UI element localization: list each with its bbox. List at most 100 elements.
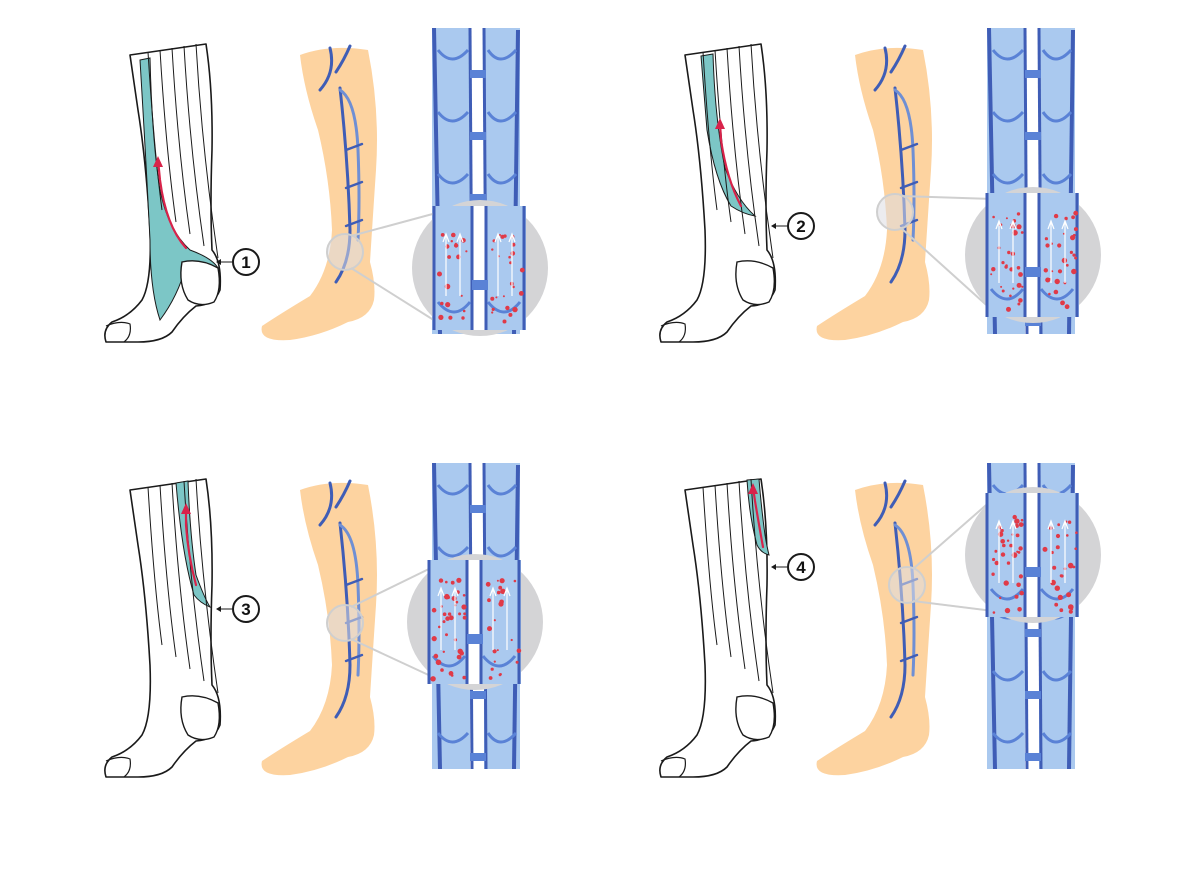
- step-callout: 2: [771, 212, 815, 240]
- blood-cell: [496, 579, 499, 582]
- vein-valve: [436, 731, 470, 744]
- blood-cell: [1074, 271, 1077, 274]
- blood-cell: [992, 611, 996, 614]
- zoom-vein-gap: [1025, 493, 1039, 617]
- blood-cell: [1018, 272, 1023, 277]
- vein-valve: [436, 110, 470, 123]
- blood-cell: [992, 215, 995, 219]
- knit-line: [195, 43, 219, 259]
- step-callout: 1: [216, 248, 260, 276]
- blood-cell: [1019, 590, 1024, 596]
- flow-arrow-head: [153, 156, 163, 167]
- flow-indicator-head: [995, 219, 1003, 230]
- blood-cell: [1060, 300, 1065, 305]
- flow-indicator-head: [1009, 519, 1017, 530]
- knit-line: [714, 484, 732, 658]
- blood-cell: [1014, 523, 1019, 528]
- leg-veins: [318, 479, 364, 719]
- leg-illustration: [261, 44, 377, 341]
- vein-valve: [1041, 48, 1073, 61]
- zoom-valve: [436, 301, 522, 314]
- sock-heel: [180, 695, 221, 741]
- blood-cell: [1070, 235, 1076, 241]
- blood-cell: [1012, 514, 1017, 520]
- blood-cell: [513, 579, 517, 583]
- blood-cell: [448, 315, 453, 320]
- blood-cell: [450, 240, 453, 243]
- blood-cell: [1020, 518, 1024, 522]
- vein-valve: [486, 483, 518, 496]
- blood-cell: [492, 649, 497, 654]
- magnifier-guide: [912, 498, 994, 570]
- blood-cell: [458, 612, 462, 616]
- magnifier-guide: [350, 211, 441, 237]
- panel-step-4: 4: [659, 462, 1101, 778]
- leg-illustration: [816, 44, 932, 341]
- blood-cell: [500, 588, 506, 594]
- flow-indicator-head: [451, 586, 459, 597]
- blood-cell: [1055, 533, 1061, 539]
- flow-indicator-head: [456, 232, 464, 243]
- blood-cell: [450, 580, 455, 585]
- blood-cell: [1012, 230, 1018, 236]
- blood-cell: [460, 294, 463, 297]
- vein-branch: [338, 523, 361, 677]
- blood-cell: [500, 234, 505, 239]
- blood-cell: [1009, 543, 1013, 548]
- perforating-vein: [470, 132, 486, 140]
- blood-cell: [498, 585, 503, 590]
- vein-perforator: [344, 180, 364, 190]
- blood-cell: [498, 673, 502, 677]
- vein-perforator: [344, 653, 364, 663]
- blood-cell: [1000, 285, 1003, 288]
- callout-circle: [787, 212, 815, 240]
- blood-cell: [496, 590, 501, 595]
- blood-cell: [1007, 250, 1011, 255]
- blood-cell: [445, 616, 450, 621]
- blood-cell: [990, 273, 993, 276]
- blood-cell: [451, 232, 456, 238]
- sock-illustration: [104, 43, 222, 343]
- blood-cell: [499, 234, 501, 236]
- sock-knit-lines: [702, 478, 774, 694]
- leg-skin: [816, 47, 932, 341]
- callout-arrowhead: [216, 259, 221, 265]
- blood-cell: [1018, 522, 1024, 527]
- blood-cell: [448, 671, 454, 676]
- sock-toe: [105, 756, 131, 778]
- blood-cell: [461, 316, 465, 320]
- flow-indicator-head: [494, 232, 502, 243]
- blood-cell: [493, 619, 496, 622]
- blood-cell: [1067, 520, 1072, 524]
- perforating-vein: [1025, 132, 1041, 140]
- blood-cell: [519, 267, 525, 273]
- callout-number: 4: [796, 558, 806, 577]
- vein-valve: [436, 172, 470, 185]
- blood-cell: [445, 580, 448, 584]
- knit-line: [750, 478, 774, 694]
- vein-perforator: [899, 142, 919, 152]
- blood-cell: [1002, 543, 1006, 548]
- blood-cell: [457, 648, 463, 654]
- blood-cell: [462, 594, 466, 597]
- blood-cell: [510, 638, 513, 642]
- blood-cell: [438, 578, 444, 583]
- knit-line: [171, 47, 191, 235]
- magnifier-guide: [350, 565, 436, 608]
- sock-illustration: [659, 43, 777, 343]
- blood-cell: [1053, 213, 1059, 219]
- blood-cell: [431, 636, 437, 642]
- panel-step-1: 1: [104, 27, 548, 343]
- vein-valve: [436, 48, 470, 61]
- vein-valve: [991, 110, 1025, 123]
- flow-indicator-head: [995, 519, 1003, 530]
- sock-toe: [660, 756, 686, 778]
- magnifier: [876, 187, 1101, 323]
- blood-cell: [488, 676, 493, 680]
- sock-illustration: [659, 478, 777, 778]
- zoom-valve: [431, 655, 517, 668]
- blood-cell: [1000, 539, 1005, 544]
- blood-cell: [1067, 562, 1074, 569]
- vein-valve: [436, 545, 470, 558]
- sock-toe: [105, 321, 131, 343]
